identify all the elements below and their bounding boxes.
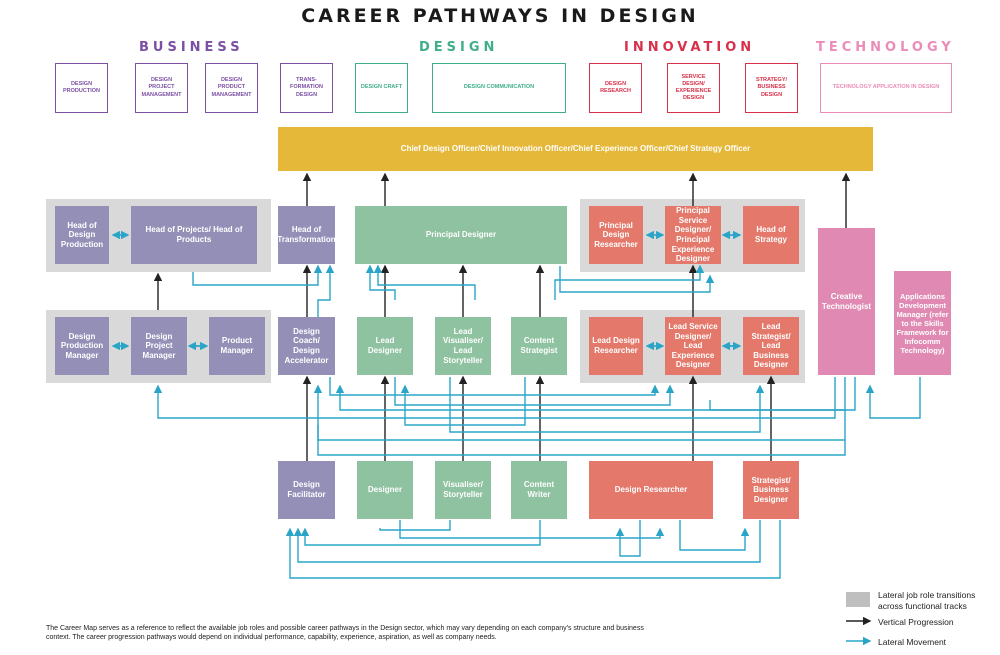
track-technology-application: TECHNOLOGY APPLICATION IN DESIGN bbox=[820, 63, 952, 113]
role-applications-development-manager: Applications Development Manager (refer … bbox=[894, 271, 951, 375]
lateral-arrow bbox=[400, 377, 526, 426]
lateral-arrow bbox=[335, 377, 856, 411]
lateral-arrow bbox=[317, 264, 335, 317]
role-lead-design-researcher: Lead Design Researcher bbox=[589, 317, 643, 375]
role-principal-design-researcher: Principal Design Researcher bbox=[589, 206, 643, 264]
role-principal-designer: Principal Designer bbox=[355, 206, 567, 264]
role-designer: Designer bbox=[357, 461, 413, 519]
role-creative-technologist: Creative Technologist bbox=[818, 228, 875, 375]
lateral-arrow bbox=[293, 520, 761, 563]
role-content-writer: Content Writer bbox=[511, 461, 567, 519]
legend-arrows bbox=[846, 616, 872, 646]
category-innovation: INNOVATION bbox=[624, 40, 756, 55]
role-head-projects-products: Head of Projects/ Head of Products bbox=[131, 206, 257, 264]
track-design-craft: DESIGN CRAFT bbox=[355, 63, 408, 113]
category-business: BUSINESS bbox=[139, 40, 244, 55]
lateral-arrow bbox=[329, 377, 660, 396]
lateral-arrow bbox=[365, 264, 396, 300]
role-lead-visualiser: Lead Visualiser/ Lead Storyteller bbox=[435, 317, 491, 375]
lateral-arrow bbox=[709, 400, 845, 411]
track-design-research: DESIGN RESEARCH bbox=[589, 63, 642, 113]
lateral-arrow bbox=[679, 520, 750, 551]
lateral-arrow bbox=[399, 520, 665, 539]
lateral-arrow bbox=[153, 377, 836, 419]
role-head-transformation: Head of Transformation bbox=[277, 206, 336, 264]
role-design-researcher: Design Researcher bbox=[589, 461, 713, 519]
role-chief-officer: Chief Design Officer/Chief Innovation Of… bbox=[278, 127, 873, 171]
track-design-product-management: DESIGN PRODUCT MANAGEMENT bbox=[205, 63, 258, 113]
lateral-arrow bbox=[449, 377, 765, 433]
page-title: CAREER PATHWAYS IN DESIGN bbox=[301, 5, 699, 27]
role-design-coach: Design Coach/ Design Accelerator bbox=[278, 317, 335, 375]
legend-band-label: Lateral job role transitions across func… bbox=[878, 590, 976, 611]
lateral-arrow bbox=[192, 264, 323, 286]
track-design-communication: DESIGN COMMUNICATION bbox=[432, 63, 566, 113]
role-content-strategist: Content Strategist bbox=[511, 317, 567, 375]
lateral-arrow bbox=[285, 520, 781, 579]
lateral-arrow bbox=[379, 520, 451, 531]
track-strategy-business-design: STRATEGY/ BUSINESS DESIGN bbox=[745, 63, 798, 113]
legend-band-swatch bbox=[846, 592, 870, 607]
role-principal-service-designer: Principal Service Designer/ Principal Ex… bbox=[665, 206, 721, 264]
role-lead-service-designer: Lead Service Designer/ Lead Experience D… bbox=[665, 317, 721, 375]
role-design-production-manager: Design Production Manager bbox=[55, 317, 109, 375]
lateral-arrow bbox=[394, 377, 675, 406]
lateral-arrow bbox=[559, 266, 715, 293]
track-design-production: DESIGN PRODUCTION bbox=[55, 63, 108, 113]
track-transformation-design: TRANS-FORMATION DESIGN bbox=[280, 63, 333, 113]
role-head-design-production: Head of Design Production bbox=[55, 206, 109, 264]
lateral-arrow bbox=[373, 264, 476, 300]
lateral-arrow bbox=[300, 520, 541, 546]
role-design-project-manager: Design Project Manager bbox=[131, 317, 187, 375]
role-product-manager: Product Manager bbox=[209, 317, 265, 375]
category-design: DESIGN bbox=[419, 40, 499, 55]
role-lead-designer: Lead Designer bbox=[357, 317, 413, 375]
role-strategist: Strategist/ Business Designer bbox=[743, 461, 799, 519]
role-lead-strategist: Lead Strategist/ Lead Business Designer bbox=[743, 317, 799, 375]
footnote: The Career Map serves as a reference to … bbox=[46, 625, 644, 642]
role-head-strategy: Head of Strategy bbox=[743, 206, 799, 264]
legend-lateral-label: Lateral Movement bbox=[878, 637, 947, 647]
track-design-project-management: DESIGN PROJECT MANAGEMENT bbox=[135, 63, 188, 113]
track-service-experience-design: SERVICE DESIGN/ EXPERIENCE DESIGN bbox=[667, 63, 720, 113]
role-visualiser: Visualiser/ Storyteller bbox=[435, 461, 491, 519]
legend-vertical-label: Vertical Progression bbox=[878, 617, 954, 627]
lateral-arrow bbox=[865, 377, 921, 419]
lateral-arrow bbox=[554, 264, 705, 300]
lateral-arrow bbox=[313, 377, 846, 456]
category-technology: TECHNOLOGY bbox=[816, 40, 955, 55]
role-design-facilitator: Design Facilitator bbox=[278, 461, 335, 519]
lateral-arrow bbox=[615, 520, 641, 557]
